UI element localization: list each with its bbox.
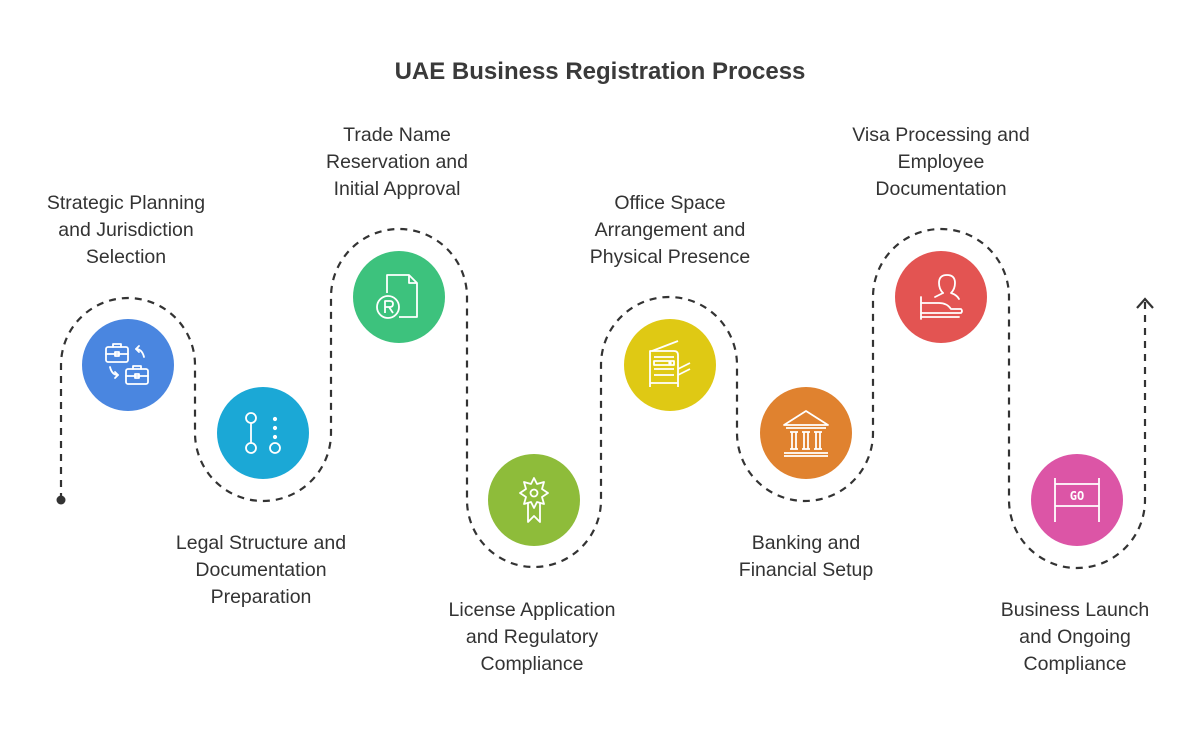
step-6-node xyxy=(760,387,852,479)
bank-icon xyxy=(783,410,829,457)
step-4-node xyxy=(488,454,580,546)
step-3-node xyxy=(353,251,445,343)
step-8-label: Business Launch and Ongoing Compliance xyxy=(1000,599,1150,675)
step-7-node xyxy=(895,251,987,343)
go-sign-icon: GO xyxy=(1054,478,1100,522)
step-1-label: Strategic Planning and Jurisdiction Sele… xyxy=(46,192,206,268)
dashed-connector xyxy=(59,227,1147,570)
go-sign-text: GO xyxy=(1070,489,1084,503)
copier-icon xyxy=(649,340,691,387)
step-4-label: License Application and Regulatory Compl… xyxy=(448,599,616,675)
step-5-label: Office Space Arrangement and Physical Pr… xyxy=(589,192,751,268)
start-dot xyxy=(56,495,66,505)
registered-document-icon xyxy=(376,274,418,319)
page-title: UAE Business Registration Process xyxy=(394,58,806,85)
structure-nodes-icon xyxy=(245,412,281,454)
end-arrow-icon xyxy=(1136,297,1154,309)
step-7-label: Visa Processing and Employee Documentati… xyxy=(852,124,1030,200)
step-3-label: Trade Name Reservation and Initial Appro… xyxy=(325,124,468,200)
step-2-node xyxy=(217,387,309,479)
person-hand-icon xyxy=(920,274,963,320)
award-ribbon-icon xyxy=(519,477,549,523)
step-2-label: Legal Structure and Documentation Prepar… xyxy=(175,532,347,608)
step-8-node: GO xyxy=(1031,454,1123,546)
step-1-node xyxy=(82,319,174,411)
briefcase-swap-icon xyxy=(105,343,149,385)
step-5-node xyxy=(624,319,716,411)
step-6-label: Banking and Financial Setup xyxy=(738,532,874,581)
